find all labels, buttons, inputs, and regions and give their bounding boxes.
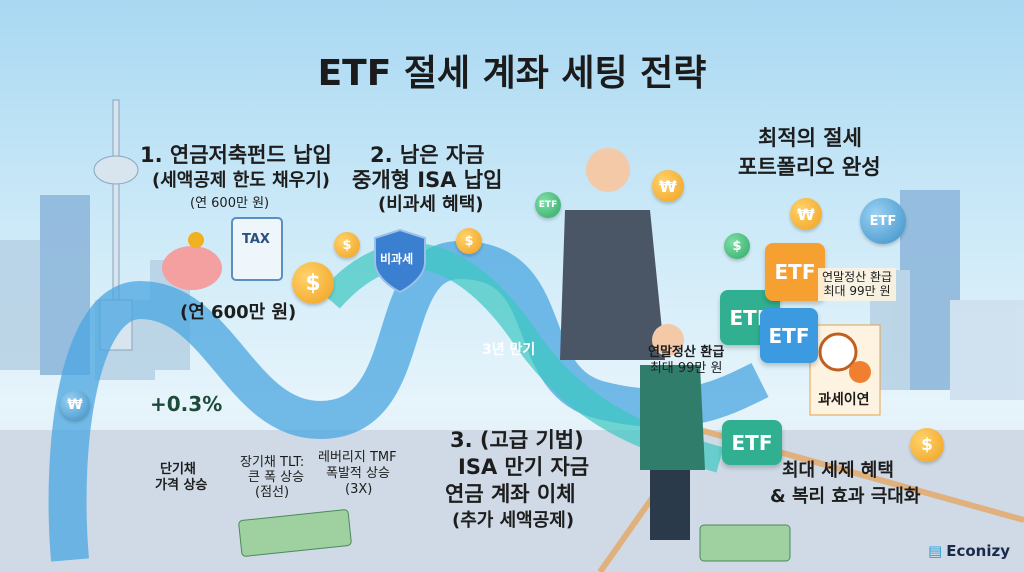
leverage-3: (3X) (345, 482, 373, 497)
page-title: ETF 절세 계좌 세팅 전략 (317, 53, 707, 94)
step1-road-label: (연 600만 원) (180, 302, 297, 323)
won-coin-icon: ₩ (652, 170, 684, 202)
long-bond-2: 큰 폭 상승 (248, 470, 305, 485)
person-green-jacket (640, 324, 705, 540)
tax-clipboard-icon (231, 217, 283, 281)
refund-title: 연말정산 환급 (648, 345, 725, 360)
step3-line3: 연금 계좌 이체 (445, 482, 576, 506)
step2-heading-2: 중개형 ISA 납입 (352, 168, 503, 192)
brand-name: Econizy (946, 542, 1010, 560)
etf-box-green-2: ETF (722, 420, 782, 465)
step3-line1: 3. (고급 기법) (450, 428, 584, 452)
long-bond-3: (점선) (255, 485, 290, 500)
ground (0, 430, 1024, 572)
refund-amount: 최대 99만 원 (649, 360, 723, 376)
shield-label: 비과세 (380, 252, 414, 266)
step1-sub: (세액공제 한도 채우기) (152, 170, 331, 191)
won-coin-icon: ₩ (790, 198, 822, 230)
person-businessman (560, 148, 665, 360)
dollar-coin-icon: $ (292, 262, 334, 304)
dollar-coin-icon: $ (910, 428, 944, 462)
won-coin-icon: ₩ (60, 390, 90, 420)
deferral-label: 과세이연 (818, 392, 870, 408)
shield-icon (374, 228, 426, 294)
etf-box-orange: ETF (765, 243, 825, 301)
dollar-coin-icon: $ (724, 233, 750, 259)
dollar-coin-icon: $ (456, 228, 482, 254)
final-line2: & 복리 효과 극대화 (770, 486, 921, 507)
step3-line2: ISA 만기 자금 (458, 455, 590, 479)
step2-heading-1: 2. 남은 자금 (370, 143, 485, 167)
step3-sub: (추가 세액공제) (452, 510, 575, 531)
refund-title: 연말정산 환급 (822, 270, 893, 284)
result-line2: 포트폴리오 완성 (738, 155, 881, 179)
short-bond-1: 단기채 (160, 462, 196, 477)
etf-coin: ETF (535, 192, 561, 218)
piggy-bank-icon (162, 232, 222, 290)
brand-mark-icon: ▤ (928, 542, 943, 560)
etf-badge: ETF (860, 198, 906, 244)
step2-sub: (비과세 혜택) (378, 194, 484, 215)
final-line1: 최대 세제 혜택 (782, 460, 894, 481)
dollar-coin-icon: $ (334, 232, 360, 258)
clock-icon (809, 324, 881, 416)
cash-stack-icon (238, 509, 791, 562)
long-bond-1: 장기채 TLT: (240, 455, 305, 470)
step1-note: (연 600만 원) (190, 196, 270, 211)
maturity-label: 3년 만기 (482, 342, 536, 358)
brand-logo: ▤Econizy (928, 542, 1010, 560)
short-bond-2: 가격 상승 (155, 478, 208, 493)
tax-label: TAX (242, 232, 270, 247)
leverage-1: 레버리지 TMF (318, 450, 397, 465)
leverage-2: 폭발적 상승 (326, 466, 390, 481)
refund-amount: 최대 99만 원 (823, 284, 891, 299)
result-line1: 최적의 절세 (758, 126, 862, 150)
rate-label: +0.3% (150, 392, 223, 416)
etf-box-blue: ETF (760, 308, 818, 363)
step1-heading: 1. 연금저축펀드 납입 (140, 143, 332, 167)
